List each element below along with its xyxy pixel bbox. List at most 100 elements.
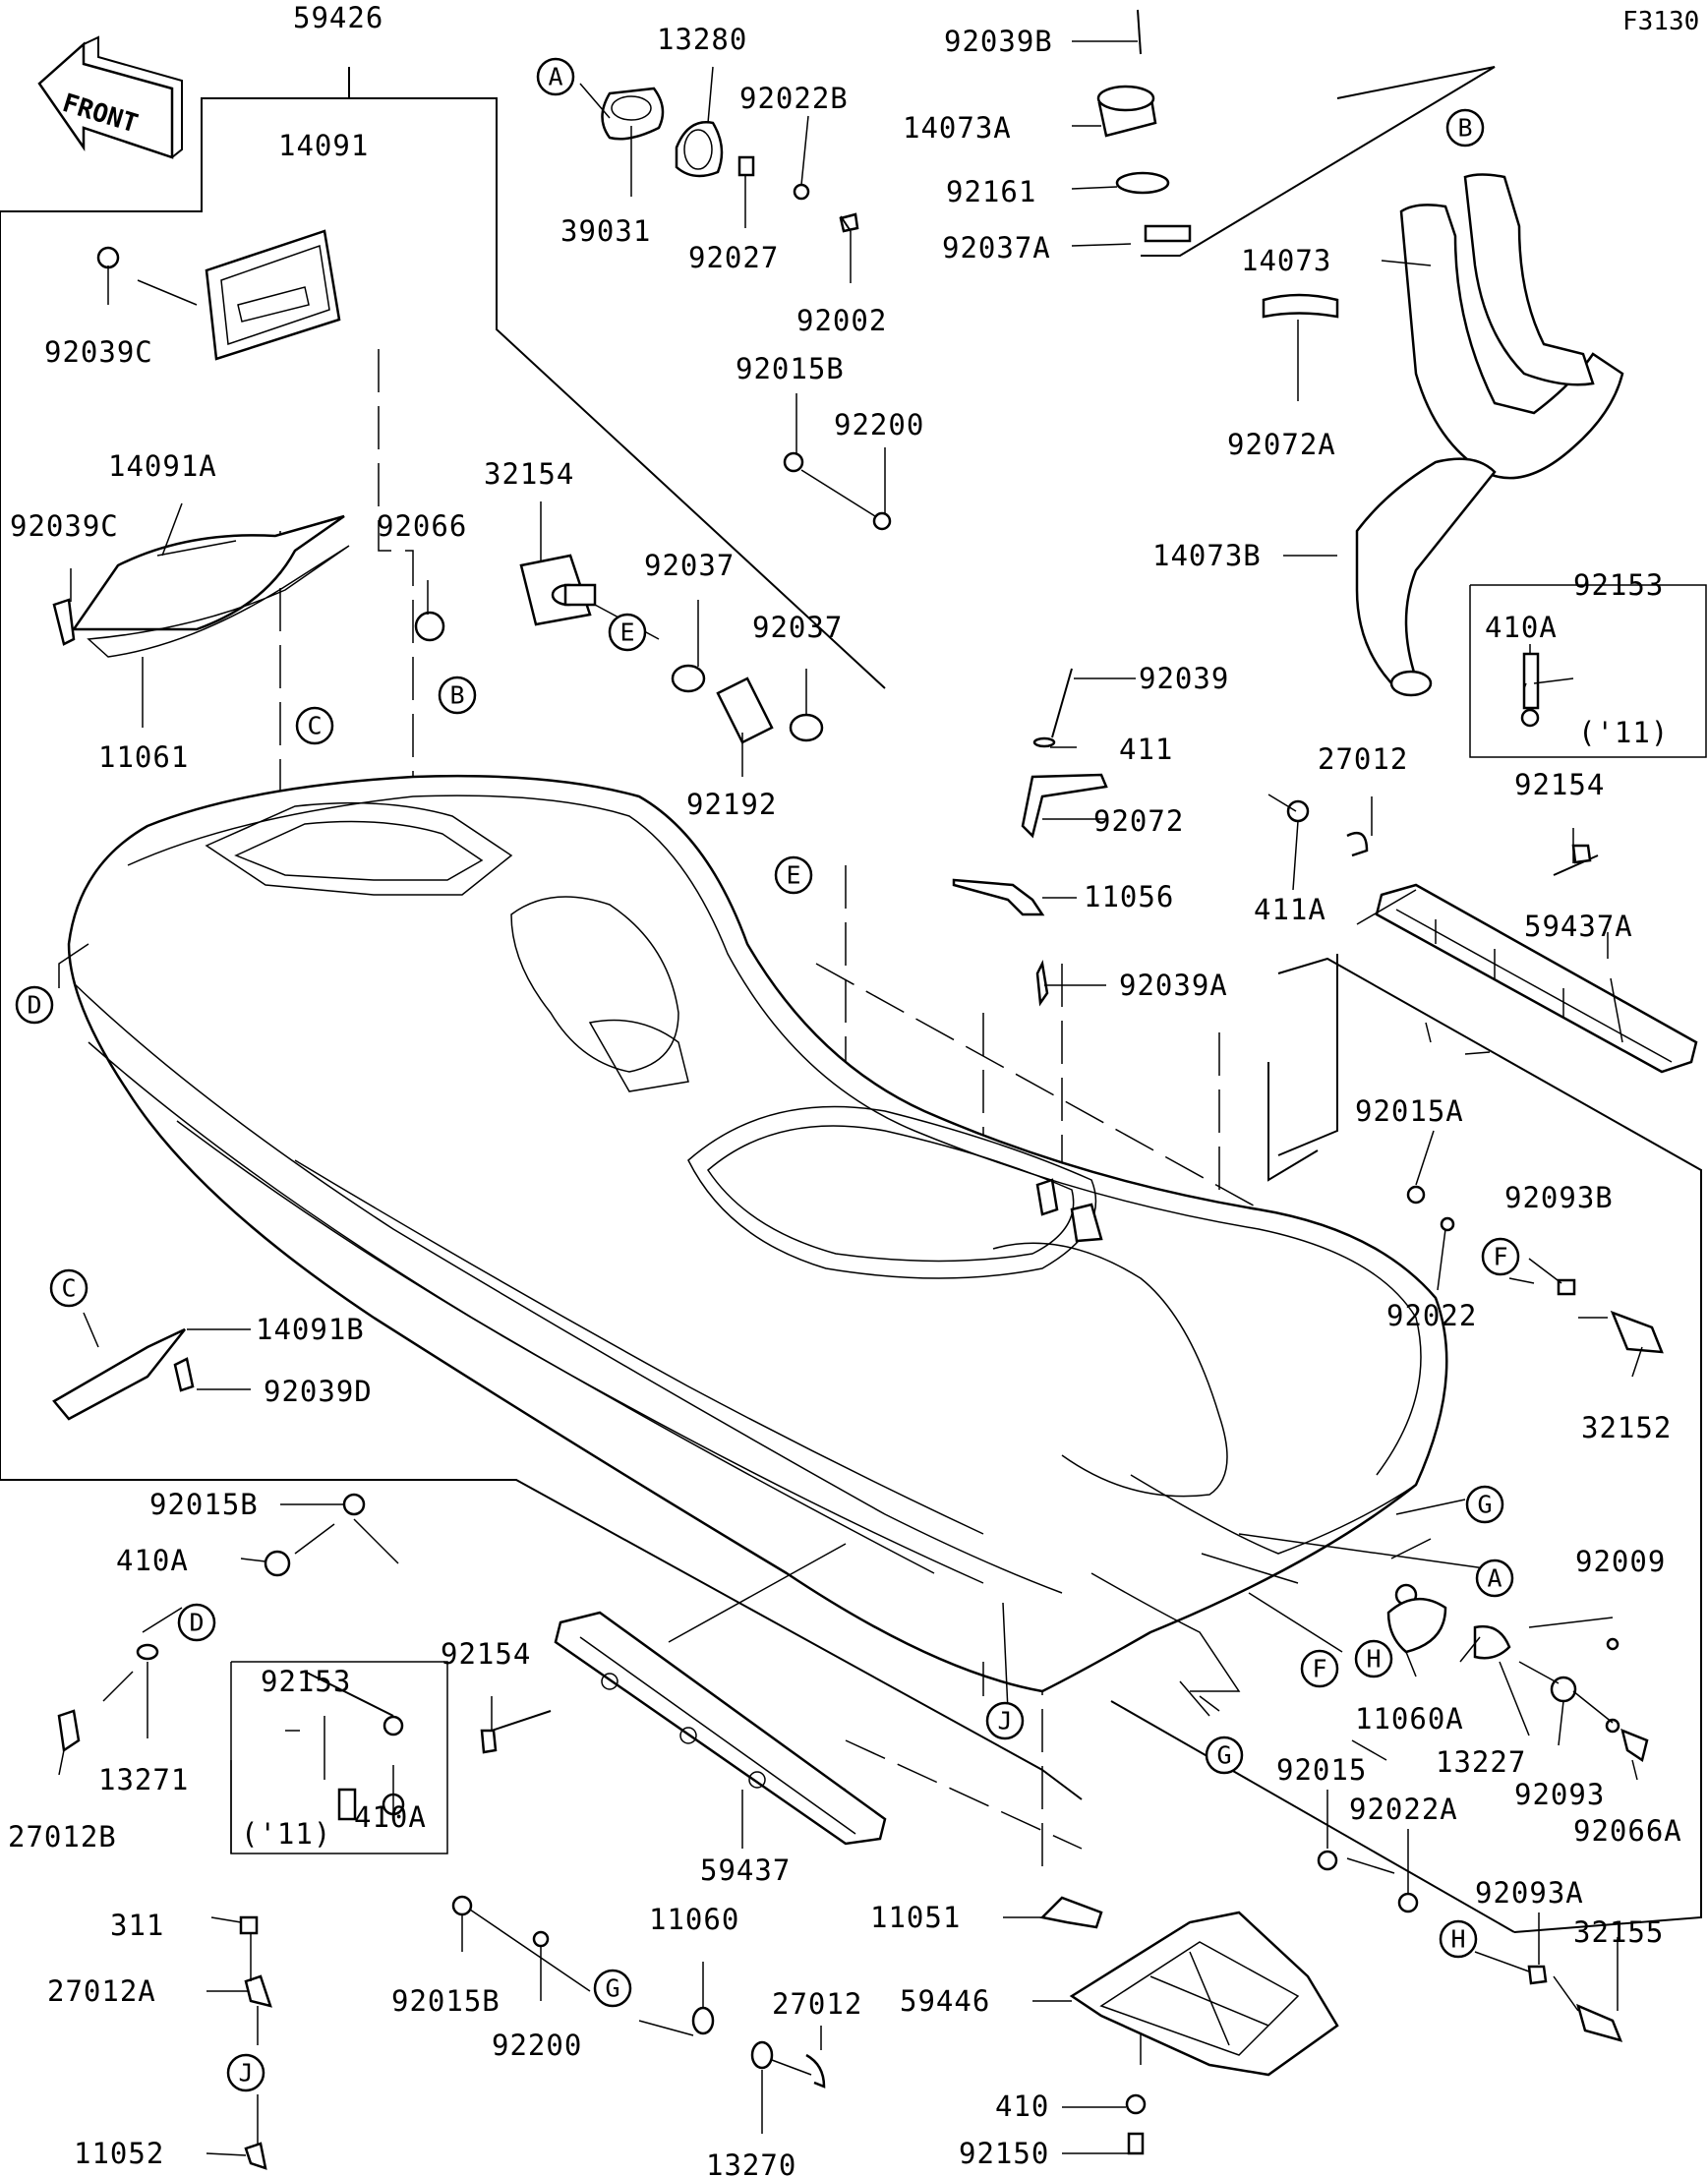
label-11051: 11051: [870, 1901, 961, 1934]
callout-e-body: E: [774, 855, 813, 895]
label-13280: 13280: [657, 23, 747, 56]
svg-text:H: H: [1366, 1645, 1381, 1674]
label-92200-1: 92200: [834, 408, 924, 441]
label-92027: 92027: [688, 241, 779, 274]
svg-text:B: B: [449, 681, 464, 710]
callout-f-right: F: [1481, 1237, 1520, 1276]
label-92072a: 92072A: [1227, 428, 1336, 461]
label-92039: 92039: [1139, 662, 1229, 695]
label-92015b-1: 92015B: [736, 352, 845, 385]
label-92200-2: 92200: [492, 2029, 582, 2062]
svg-text:E: E: [619, 618, 634, 647]
label-32154: 32154: [484, 457, 574, 491]
callout-b-mid: B: [438, 676, 477, 715]
label-14091a: 14091A: [108, 449, 217, 483]
callout-d-left: D: [15, 985, 54, 1025]
label-92039c-1: 92039C: [44, 335, 153, 369]
label-11060: 11060: [649, 1903, 739, 1936]
label-410a-3: 410A: [354, 1800, 427, 1834]
label-92153-2: 92153: [261, 1665, 351, 1698]
part-59446: [1069, 1911, 1339, 2077]
callout-j-mid: J: [985, 1701, 1025, 1740]
label-27012-2: 27012: [772, 1987, 862, 2021]
label-92022b: 92022B: [739, 82, 849, 115]
small-hardware: [52, 246, 1664, 2170]
svg-text:D: D: [27, 991, 41, 1020]
label-92022: 92022: [1386, 1299, 1477, 1332]
label-13227: 13227: [1436, 1745, 1526, 1779]
diagram-code: F3130: [1622, 7, 1699, 36]
label-92154-2: 92154: [441, 1637, 531, 1671]
label-92150: 92150: [959, 2137, 1049, 2170]
label-92039a: 92039A: [1119, 969, 1228, 1002]
label-92039c-2: 92039C: [10, 509, 119, 543]
svg-text:F: F: [1493, 1243, 1507, 1271]
label-14073a: 14073A: [903, 111, 1012, 145]
part-labels: 59426 14091 92039C 14091A 92039C 11061 9…: [8, 1, 1682, 2177]
callout-d-bottom: D: [177, 1603, 216, 1642]
label-92154-1: 92154: [1514, 768, 1605, 801]
label-410a-1: 410A: [1485, 611, 1558, 644]
label-411: 411: [1119, 733, 1173, 766]
part-14091: [205, 229, 341, 361]
label-92093a: 92093A: [1475, 1876, 1584, 1910]
callout-a-right: A: [1475, 1559, 1514, 1598]
frame-lines: [0, 66, 1702, 1933]
svg-text:D: D: [189, 1609, 204, 1637]
label-92161: 92161: [946, 175, 1036, 208]
callout-c-top: C: [295, 706, 334, 745]
label-27012b: 27012B: [8, 1820, 117, 1853]
label-92066a: 92066A: [1573, 1814, 1682, 1848]
label-11061: 11061: [98, 740, 189, 774]
label-92039d: 92039D: [264, 1375, 373, 1408]
label-92015b-3: 92015B: [391, 1984, 501, 2018]
label-39031: 39031: [560, 214, 651, 248]
label-32152: 32152: [1581, 1411, 1672, 1444]
callout-e-mid: E: [608, 613, 647, 652]
label-59437a: 59437A: [1524, 910, 1633, 943]
label-27012a: 27012A: [47, 1974, 156, 2008]
label-92037-2: 92037: [752, 611, 843, 644]
label-92072: 92072: [1093, 804, 1184, 838]
callout-b-top: B: [1445, 108, 1485, 147]
label-410a-2: 410A: [116, 1544, 189, 1577]
callout-f-bottom: F: [1300, 1649, 1339, 1688]
label-92022a: 92022A: [1349, 1793, 1458, 1826]
label-59426: 59426: [293, 1, 383, 34]
leader-lines: [58, 40, 1707, 2156]
svg-text:A: A: [1487, 1564, 1502, 1593]
part-32154: [414, 554, 824, 744]
svg-text:G: G: [1477, 1491, 1492, 1519]
svg-text:C: C: [61, 1274, 76, 1303]
label-92015: 92015: [1276, 1753, 1367, 1787]
svg-text:G: G: [605, 1974, 619, 2003]
part-59437: [554, 1611, 887, 1846]
label-92192: 92192: [686, 788, 777, 821]
label-11060a: 11060A: [1355, 1702, 1464, 1736]
label-13271: 13271: [98, 1763, 189, 1796]
label-27012-1: 27012: [1318, 742, 1408, 776]
part-14091a: [71, 514, 350, 658]
callouts: A B B C C D D E E F F G G G A H H J J: [15, 57, 1520, 2092]
part-14091b: [52, 1327, 195, 1421]
svg-text:F: F: [1312, 1655, 1326, 1683]
label-13270: 13270: [706, 2148, 796, 2177]
svg-text:G: G: [1216, 1741, 1231, 1770]
label-311: 311: [110, 1909, 164, 1942]
label-92039b: 92039B: [944, 25, 1053, 58]
callout-g-right: G: [1465, 1485, 1504, 1524]
svg-text:B: B: [1457, 114, 1472, 143]
callout-j-left: J: [226, 2053, 265, 2092]
label-14073: 14073: [1241, 244, 1331, 277]
label-411a: 411A: [1254, 893, 1326, 926]
part-strap-cluster: [952, 668, 1108, 1007]
label-92066: 92066: [377, 509, 467, 543]
svg-text:C: C: [307, 712, 322, 740]
label-92037a: 92037A: [942, 231, 1051, 265]
callout-h-right: H: [1354, 1639, 1393, 1678]
callout-g-mid: G: [1205, 1736, 1244, 1775]
label-92093: 92093: [1514, 1778, 1605, 1811]
callout-a-top: A: [536, 57, 575, 96]
label-92009: 92009: [1575, 1545, 1666, 1578]
label-11052: 11052: [74, 2137, 164, 2170]
